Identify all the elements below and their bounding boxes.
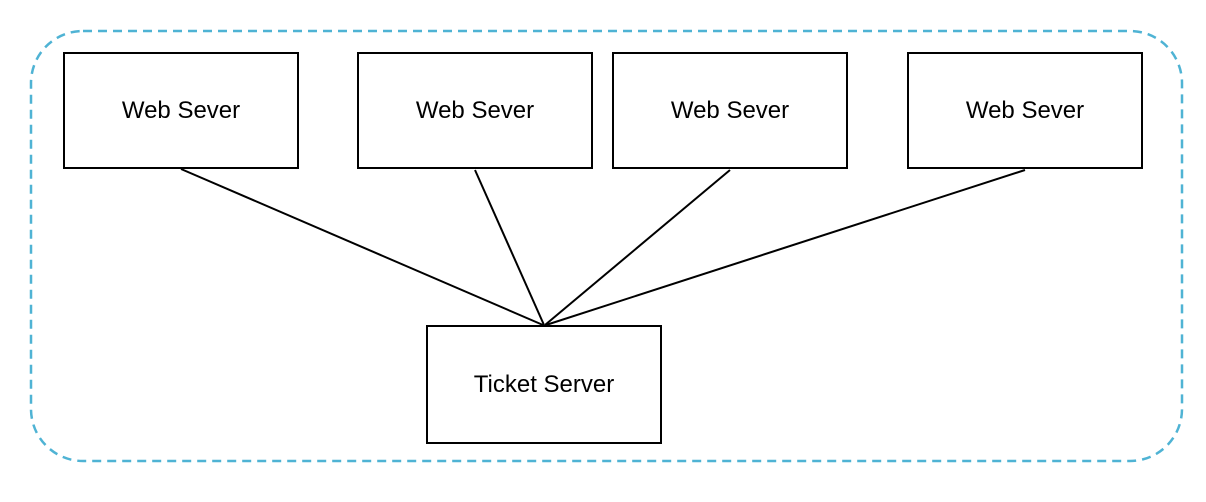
- node-label: Web Sever: [415, 96, 535, 124]
- node-web-server-3: Web Sever: [612, 52, 848, 169]
- node-web-server-1: Web Sever: [63, 52, 299, 169]
- dashed-boundary: [29, 29, 1184, 463]
- edge-line: [180, 168, 544, 326]
- edge-line: [544, 169, 731, 326]
- node-web-server-4: Web Sever: [907, 52, 1143, 169]
- edge-line: [474, 169, 545, 326]
- node-label: Web Sever: [670, 96, 790, 124]
- node-label: Web Sever: [121, 96, 241, 124]
- node-web-server-2: Web Sever: [357, 52, 593, 169]
- edge-line: [545, 169, 1026, 326]
- node-label: Web Sever: [965, 96, 1085, 124]
- node-ticket-server: Ticket Server: [426, 325, 662, 444]
- node-label: Ticket Server: [473, 370, 615, 398]
